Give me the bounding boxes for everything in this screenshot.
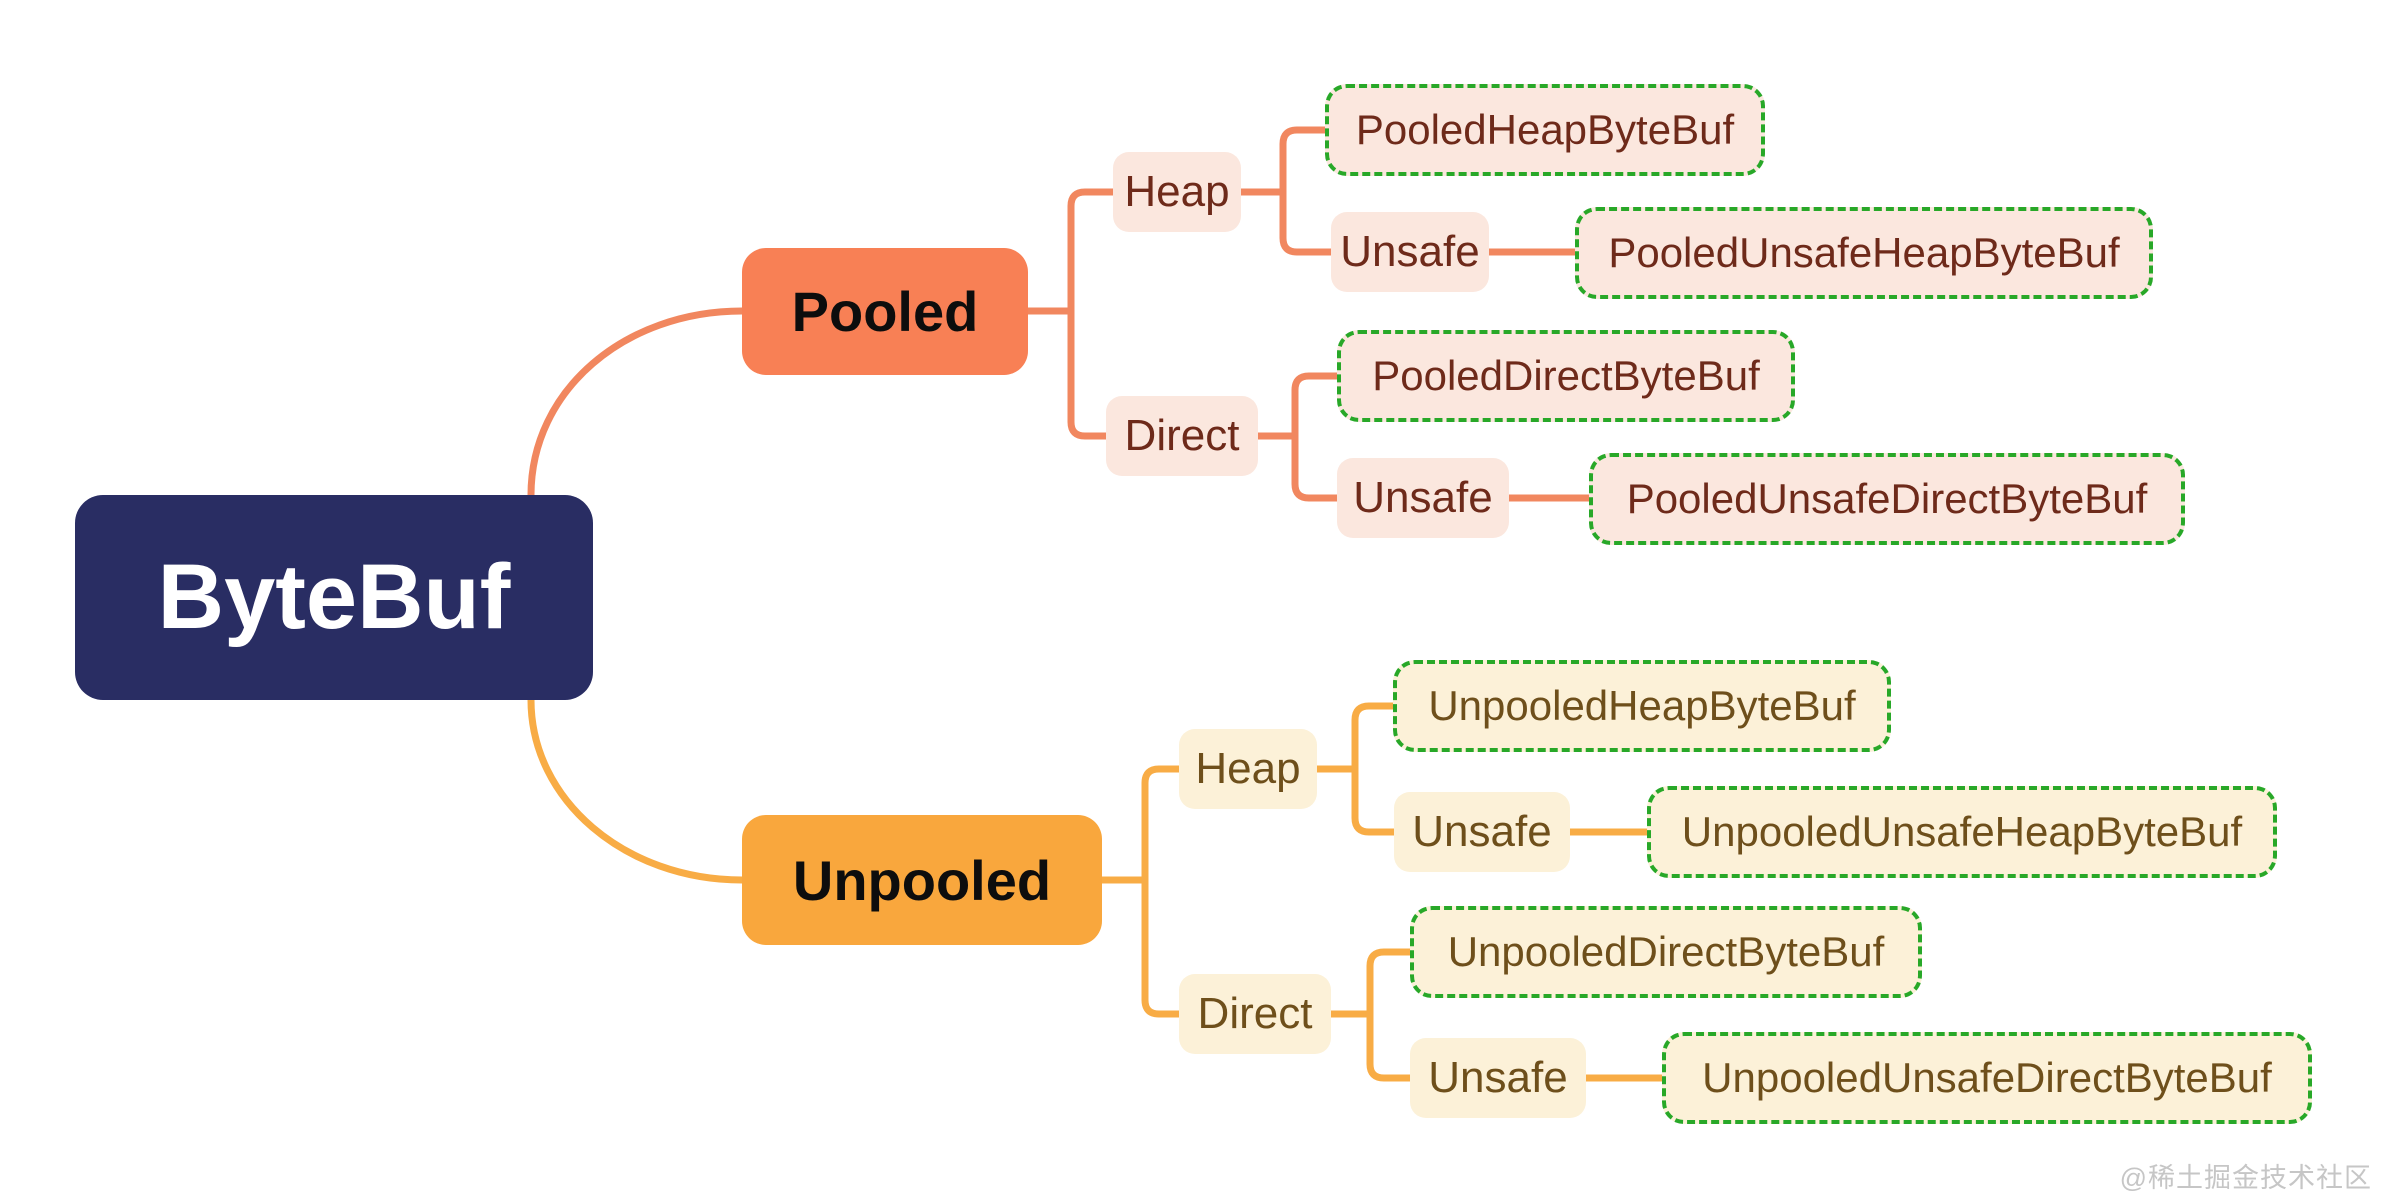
node-unpooled-direct[interactable]: Direct	[1179, 974, 1331, 1054]
node-pooled-unsafe-heap-bytebuf[interactable]: PooledUnsafeHeapByteBuf	[1575, 207, 2153, 299]
node-unpooled-unsafe-heap-bytebuf[interactable]: UnpooledUnsafeHeapByteBuf	[1647, 786, 2277, 878]
node-unpooled-direct-unsafe[interactable]: Unsafe	[1410, 1038, 1586, 1118]
unpooled-connectors	[527, 696, 1666, 1082]
node-pooled[interactable]: Pooled	[742, 248, 1028, 375]
connector-pooled-to-heap	[1067, 188, 1117, 315]
connector-pdirect-to-unsafe	[1291, 432, 1341, 502]
node-pooled-direct-bytebuf[interactable]: PooledDirectByteBuf	[1337, 330, 1795, 422]
connector-unpooled-to-direct	[1141, 876, 1183, 1018]
connector-root-to-unpooled	[527, 696, 746, 884]
node-unpooled-unsafe-direct-bytebuf[interactable]: UnpooledUnsafeDirectByteBuf	[1662, 1032, 2312, 1124]
connector-udirect-to-leaf	[1366, 948, 1414, 1018]
node-bytebuf-root[interactable]: ByteBuf	[75, 495, 593, 700]
connector-uheap-to-unsafe	[1351, 765, 1398, 836]
pooled-connectors	[527, 126, 1593, 502]
node-unpooled-heap-unsafe[interactable]: Unsafe	[1394, 792, 1570, 872]
connector-uheap-to-leaf	[1351, 702, 1397, 773]
node-unpooled-heap-bytebuf[interactable]: UnpooledHeapByteBuf	[1393, 660, 1891, 752]
connector-root-to-pooled	[527, 307, 746, 499]
node-unpooled[interactable]: Unpooled	[742, 815, 1102, 945]
connector-pdirect-to-leaf	[1291, 372, 1341, 440]
node-unpooled-heap[interactable]: Heap	[1179, 729, 1317, 809]
connector-pheap-to-unsafe	[1279, 188, 1335, 256]
node-unpooled-direct-bytebuf[interactable]: UnpooledDirectByteBuf	[1410, 906, 1922, 998]
node-pooled-unsafe-direct-bytebuf[interactable]: PooledUnsafeDirectByteBuf	[1589, 453, 2185, 545]
node-pooled-heap-unsafe[interactable]: Unsafe	[1331, 212, 1489, 292]
connector-pheap-to-leaf	[1279, 126, 1329, 196]
node-pooled-heap-bytebuf[interactable]: PooledHeapByteBuf	[1325, 84, 1765, 176]
node-pooled-direct[interactable]: Direct	[1106, 396, 1258, 476]
node-pooled-direct-unsafe[interactable]: Unsafe	[1337, 458, 1509, 538]
watermark-text: @稀土掘金技术社区	[2119, 1163, 2372, 1193]
connector-unpooled-to-heap	[1141, 765, 1183, 884]
connector-udirect-to-unsafe	[1366, 1010, 1414, 1082]
connector-pooled-to-direct	[1067, 307, 1110, 440]
node-pooled-heap[interactable]: Heap	[1113, 152, 1241, 232]
